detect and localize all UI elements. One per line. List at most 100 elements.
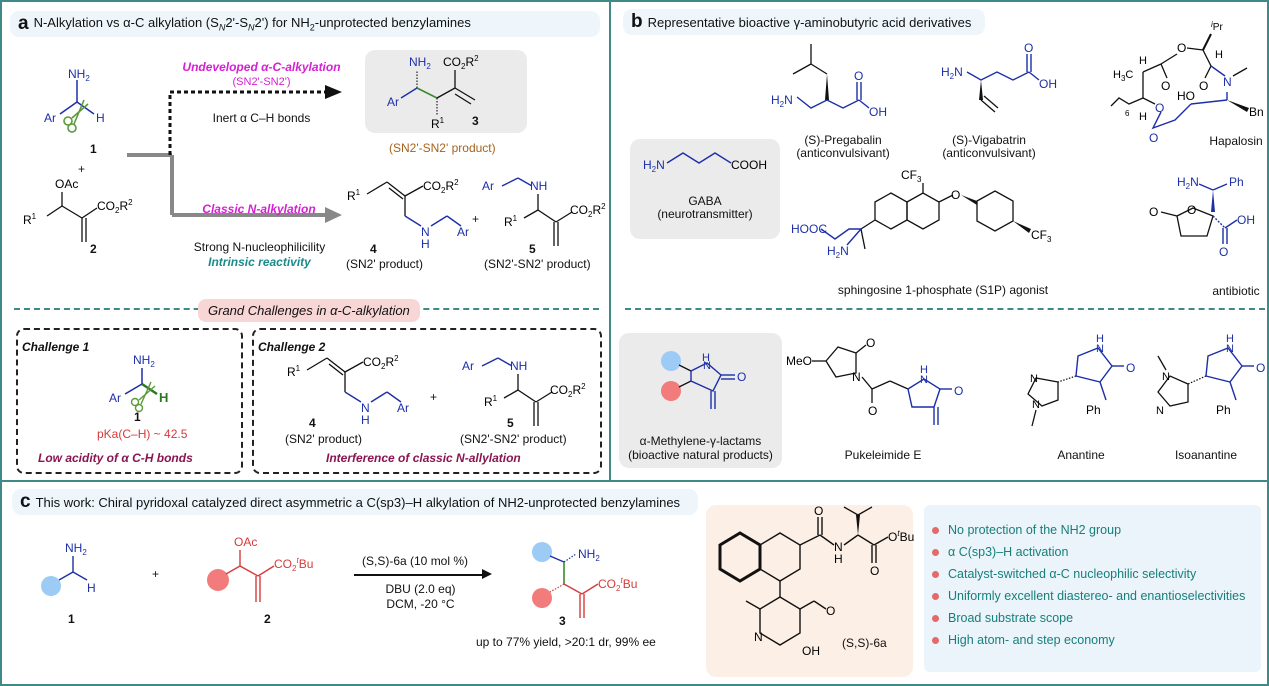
challenge-2-box <box>252 328 602 474</box>
compound-1-structure: NH2 Ar H <box>44 67 105 133</box>
arrowhead-icon <box>482 569 492 579</box>
svg-text:N: N <box>852 370 861 384</box>
challenge-1-structure: NH2 Ar H <box>109 353 168 413</box>
svg-text:MeO: MeO <box>786 354 812 368</box>
challenge-2-caption: Interference of classic N-allylation <box>326 451 521 465</box>
lactam-role: (bioactive natural products) <box>628 448 773 462</box>
svg-text:N: N <box>421 225 430 239</box>
s1p-agonist-structure: CF3 HOOC H2N O CF3 <box>791 168 1052 260</box>
bottom-path-note2: Intrinsic reactivity <box>208 255 311 269</box>
svg-text:CO2R2: CO2R2 <box>97 198 133 215</box>
svg-text:N: N <box>920 374 928 386</box>
bullet-icon <box>932 548 939 556</box>
panel-c-title: This work: Chiral pyridoxal catalyzed di… <box>35 494 681 510</box>
svg-text:H2N: H2N <box>827 244 849 260</box>
pukeleimide-e-structure: MeO O N O H N O <box>786 336 963 425</box>
pregabalin-role: (anticonvulsivant) <box>796 146 890 160</box>
result-summary: up to 77% yield, >20:1 dr, 99% ee <box>476 635 656 649</box>
svg-text:Ar: Ar <box>44 111 56 125</box>
svg-text:N: N <box>1096 343 1104 355</box>
reaction-arrows <box>127 85 342 223</box>
pregabalin-name: (S)-Pregabalin <box>804 133 882 147</box>
svg-text:Ar: Ar <box>387 95 399 109</box>
svg-text:R1: R1 <box>431 116 445 131</box>
svg-text:Ar: Ar <box>109 391 121 405</box>
panel-c-header: c This work: Chiral pyridoxal catalyzed … <box>12 489 698 515</box>
svg-text:CO2tBu: CO2tBu <box>274 556 313 573</box>
challenge-1-compound-label: 1 <box>134 410 141 424</box>
feature-item: Broad substrate scope <box>932 607 1261 629</box>
c-compound-1-structure: NH2 H <box>41 541 96 596</box>
pukeleimide-e-name: Pukeleimide E <box>844 448 922 462</box>
svg-text:H: H <box>87 581 96 595</box>
svg-text:N: N <box>1156 405 1164 417</box>
svg-text:O: O <box>954 384 963 398</box>
svg-text:H: H <box>421 237 430 251</box>
svg-text:O: O <box>870 564 879 578</box>
feature-item: α C(sp3)–H activation <box>932 541 1261 563</box>
gaba-structure: H2N COOH <box>643 152 767 174</box>
svg-text:NH2: NH2 <box>578 547 600 563</box>
panel-letter: b <box>631 11 643 32</box>
svg-text:O: O <box>1024 41 1033 55</box>
feature-item: Catalyst-switched α-C nucleophilic selec… <box>932 563 1261 585</box>
svg-text:NH2: NH2 <box>68 67 90 83</box>
c-product-3-structure: NH2 CO2tBu <box>532 542 637 618</box>
svg-text:O: O <box>1219 245 1228 259</box>
section-divider <box>625 308 1265 310</box>
svg-text:Ar: Ar <box>482 179 494 193</box>
svg-text:Ar: Ar <box>397 401 409 415</box>
challenge-2-title: Challenge 2 <box>258 340 326 354</box>
svg-text:CO2tBu: CO2tBu <box>598 576 637 593</box>
features-box: No protection of the NH2 group α C(sp3)–… <box>924 505 1261 672</box>
product-3-caption: (SN2'-SN2' product) <box>389 141 496 155</box>
svg-text:H: H <box>834 552 843 566</box>
challenge-1-caption: Low acidity of α C-H bonds <box>38 451 193 465</box>
svg-text:O: O <box>1161 79 1170 93</box>
svg-text:O: O <box>814 504 823 518</box>
feature-item: Uniformly excellent diastereo- and enant… <box>932 585 1261 607</box>
gaba-role: (neurotransmitter) <box>657 207 753 221</box>
bottom-path-title: Classic N-alkylation <box>202 202 316 216</box>
lactam-box <box>619 333 782 468</box>
svg-text:N: N <box>1226 343 1234 355</box>
svg-text:CO2R2: CO2R2 <box>550 382 586 399</box>
isoanantine-name: Isoanantine <box>1174 448 1238 462</box>
panel-b-title: Representative bioactive γ-aminobutyric … <box>647 14 972 30</box>
panel-letter: a <box>18 13 29 34</box>
gaba-box <box>630 139 780 239</box>
svg-text:O: O <box>951 188 960 202</box>
svg-text:N: N <box>703 360 711 372</box>
catalyst-label: (S,S)-6a <box>842 636 887 650</box>
svg-text:NH2: NH2 <box>133 353 155 369</box>
svg-text:H2N: H2N <box>643 158 665 174</box>
svg-text:H: H <box>1215 49 1223 61</box>
top-path-note: Inert α C–H bonds <box>212 111 311 125</box>
svg-text:Bn: Bn <box>1249 105 1264 119</box>
svg-text:H: H <box>1096 333 1104 345</box>
challenges-title: Grand Challenges in α-C-alkylation <box>198 299 420 322</box>
svg-text:R1: R1 <box>287 364 301 379</box>
vigabatrin-name: (S)-Vigabatrin <box>952 133 1026 147</box>
svg-text:O: O <box>1177 41 1186 55</box>
bullet-icon <box>932 614 939 622</box>
svg-text:Ph: Ph <box>1086 403 1101 417</box>
scissors-icon <box>63 99 89 133</box>
svg-text:OH: OH <box>1237 213 1255 227</box>
svg-text:H: H <box>1226 333 1234 345</box>
product-5-caption: (SN2'-SN2' product) <box>484 257 591 271</box>
gaba-name: GABA <box>688 194 722 208</box>
product-5-structure: Ar NH R1 CO2R2 <box>482 177 606 246</box>
bottom-path-note1: Strong N-nucleophilicility <box>193 240 326 254</box>
svg-text:H3C: H3C <box>1113 69 1133 83</box>
svg-text:O: O <box>1256 361 1265 375</box>
svg-text:H: H <box>920 364 928 376</box>
feature-item: No protection of the NH2 group <box>932 519 1261 541</box>
compound-1-label: 1 <box>90 142 97 156</box>
svg-text:N: N <box>754 630 763 644</box>
svg-text:CF3: CF3 <box>1031 228 1052 244</box>
top-path-title: Undeveloped α-C-alkylation <box>182 60 341 74</box>
product-4-caption: (SN2' product) <box>346 257 423 271</box>
svg-text:Ph: Ph <box>1216 403 1231 417</box>
challenge-2-caption-4: (SN2' product) <box>285 432 362 446</box>
